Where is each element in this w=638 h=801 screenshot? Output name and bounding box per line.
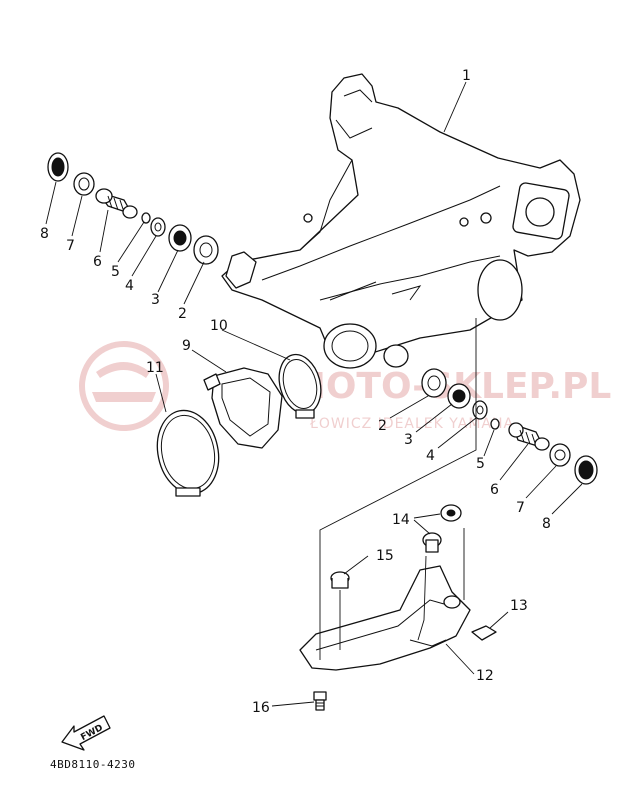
right-bearing-stack [421,368,598,485]
dust-seal-8-right [574,455,598,485]
bearing-3-right [447,383,471,409]
washer-4-left [150,217,166,237]
callout-2-right: 2 [378,418,387,434]
left-bearing-stack [47,152,219,265]
pivot-bushing-6-left [95,188,138,219]
pad-13 [471,625,497,641]
diagram-code: 4BD8110-4230 [50,758,135,771]
callout-6-left: 6 [93,254,102,270]
leader-lines [45,81,583,707]
callout-9: 9 [182,338,191,354]
callout-4-left: 4 [125,278,134,294]
callout-13: 13 [510,598,528,614]
callout-5-right: 5 [476,456,485,472]
clamp-11 [156,409,220,497]
chain-case-9 [203,367,283,449]
lower-cover-12 [299,565,471,671]
watermark-subtitle: ŁOWICZ IDEALEK YAMAHA [309,416,514,432]
callout-8-left: 8 [40,226,49,242]
damper-14 [422,504,462,553]
callout-11: 11 [146,360,164,376]
callout-7-left: 7 [66,238,75,254]
callout-5-left: 5 [111,264,120,280]
dust-seal-8-left [47,152,69,182]
callout-12: 12 [476,668,494,684]
pivot-bushing-6-right [508,422,550,451]
callout-3-left: 3 [151,292,160,308]
watermark-logo [79,341,169,431]
grommet-15 [330,571,350,589]
callout-1: 1 [462,68,471,84]
bearing-2-left [193,235,219,265]
swingarm-frame [221,73,581,369]
callout-10: 10 [210,318,228,334]
o-ring-5-right [490,418,500,430]
callout-16: 16 [252,700,270,716]
callouts: 1 8 7 6 5 4 3 2 10 9 11 2 3 4 5 6 7 8 14… [40,68,551,716]
callout-14: 14 [392,512,410,528]
fwd-arrow: FWD [61,715,111,751]
thrust-cover-7-right [549,443,571,467]
bearing-3-left [168,224,192,252]
callout-3-right: 3 [404,432,413,448]
bolt-16 [313,691,327,711]
callout-7-right: 7 [516,500,525,516]
callout-2-left: 2 [178,306,187,322]
clamp-10 [278,353,322,419]
o-ring-5-left [141,212,151,224]
callout-4-right: 4 [426,448,435,464]
callout-6-right: 6 [490,482,499,498]
callout-8-right: 8 [542,516,551,532]
callout-15: 15 [376,548,394,564]
bearing-2-right [421,368,447,398]
washer-4-right [472,400,488,420]
thrust-cover-7-left [73,172,95,196]
